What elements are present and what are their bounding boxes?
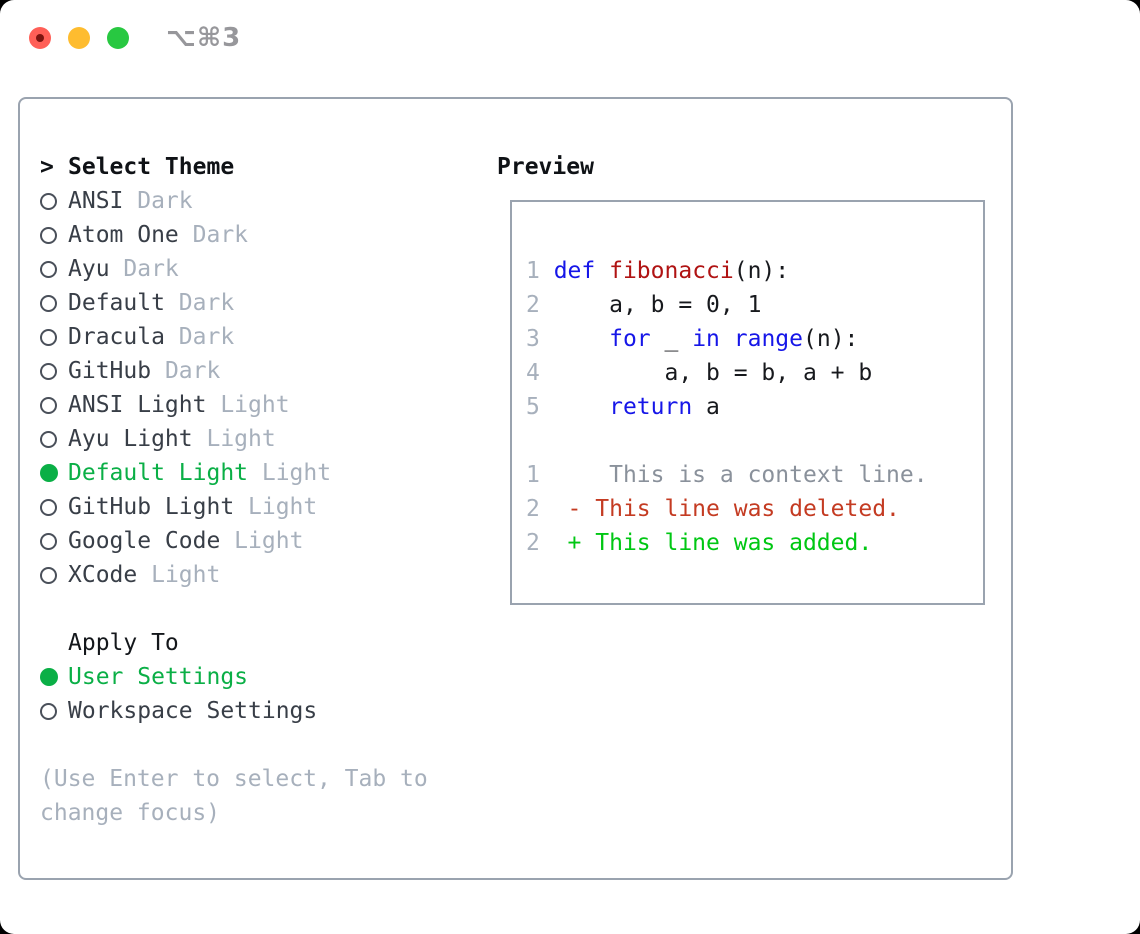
option-variant-label: Dark — [109, 256, 179, 282]
apply-to-title: Apply To — [68, 630, 179, 656]
theme-option[interactable]: Default Light Light — [40, 456, 428, 490]
preview-line — [526, 424, 983, 458]
radio-selected-icon — [40, 464, 58, 482]
option-variant-label: Dark — [151, 358, 221, 384]
radio-unselected-icon — [40, 362, 57, 380]
hint-line-2: change focus) — [40, 800, 221, 826]
preview-line: 3 for _ in range(n): — [526, 326, 859, 352]
radio-selected-icon — [40, 668, 58, 686]
preview-line: 1 def fibonacci(n): — [526, 258, 790, 284]
preview-line: 2 + This line was added. — [526, 530, 873, 556]
preview-line: 2 - This line was deleted. — [526, 496, 900, 522]
theme-option[interactable]: Default Dark — [40, 286, 428, 320]
radio-unselected-icon — [40, 328, 57, 346]
minimize-button[interactable] — [68, 27, 90, 49]
radio-unselected-icon — [40, 566, 57, 584]
radio-unselected-icon — [40, 260, 57, 278]
theme-option[interactable]: Ayu Dark — [40, 252, 428, 286]
radio-unselected-icon — [40, 226, 57, 244]
option-variant-label: Dark — [164, 324, 235, 350]
preview-pane: 1 def fibonacci(n): 2 a, b = 0, 1 3 for _ … — [510, 200, 985, 605]
traffic-lights — [29, 27, 129, 49]
option-variant-label: Light — [248, 460, 332, 486]
option-variant-label: Light — [220, 528, 304, 554]
radio-unselected-icon — [40, 430, 57, 448]
option-label: XCode — [68, 562, 138, 588]
select-theme-title: Select Theme — [68, 154, 235, 180]
option-variant-label: Dark — [123, 188, 193, 214]
radio-unselected-icon — [40, 294, 57, 312]
option-label: ANSI Light — [68, 392, 207, 418]
theme-option[interactable]: ANSI Dark — [40, 184, 428, 218]
radio-unselected-icon — [40, 532, 57, 550]
close-dot-icon — [36, 34, 44, 42]
radio-unselected-icon — [40, 396, 57, 414]
option-label: User Settings — [68, 664, 249, 690]
option-label: Atom One — [68, 222, 179, 248]
option-label: GitHub — [68, 358, 152, 384]
option-variant-label: Dark — [164, 290, 235, 316]
option-label: Ayu — [68, 256, 110, 282]
theme-option[interactable]: Ayu Light Light — [40, 422, 428, 456]
option-variant-label: Light — [234, 494, 318, 520]
option-label: GitHub Light — [68, 494, 235, 520]
option-label: Workspace Settings — [68, 698, 318, 724]
radio-unselected-icon — [40, 498, 57, 516]
theme-option[interactable]: Dracula Dark — [40, 320, 428, 354]
zoom-button[interactable] — [107, 27, 129, 49]
option-variant-label: Light — [206, 392, 290, 418]
option-label: ANSI — [68, 188, 124, 214]
preview-line: 1 This is a context line. — [526, 462, 928, 488]
theme-option[interactable]: GitHub Light Light — [40, 490, 428, 524]
preview-line: 2 a, b = 0, 1 — [526, 292, 762, 318]
apply-to-option[interactable]: Workspace Settings — [40, 694, 428, 728]
preview-line: 4 a, b = b, a + b — [526, 360, 873, 386]
option-variant-label: Light — [192, 426, 276, 452]
theme-option[interactable]: GitHub Dark — [40, 354, 428, 388]
option-label: Dracula — [68, 324, 165, 350]
option-label: Ayu Light — [68, 426, 193, 452]
radio-unselected-icon — [40, 192, 57, 210]
theme-option[interactable]: XCode Light — [40, 558, 428, 592]
hint-line-1: (Use Enter to select, Tab to — [40, 766, 428, 792]
theme-option[interactable]: ANSI Light Light — [40, 388, 428, 422]
option-label: Default Light — [68, 460, 249, 486]
option-variant-label: Light — [137, 562, 221, 588]
option-label: Google Code — [68, 528, 221, 554]
preview-line: 5 return a — [526, 394, 720, 420]
theme-option[interactable]: Atom One Dark — [40, 218, 428, 252]
apply-to-option[interactable]: User Settings — [40, 660, 428, 694]
close-button[interactable] — [29, 27, 51, 49]
select-theme-header: > Select Theme — [40, 150, 428, 184]
apply-to-header: Apply To — [40, 626, 428, 660]
radio-unselected-icon — [40, 702, 57, 720]
cursor-icon: > — [40, 154, 54, 180]
preview-title: Preview — [497, 154, 594, 180]
option-variant-label: Dark — [178, 222, 249, 248]
window-shortcut-label: ⌥⌘3 — [166, 23, 242, 53]
option-label: Default — [68, 290, 165, 316]
theme-option[interactable]: Google Code Light — [40, 524, 428, 558]
